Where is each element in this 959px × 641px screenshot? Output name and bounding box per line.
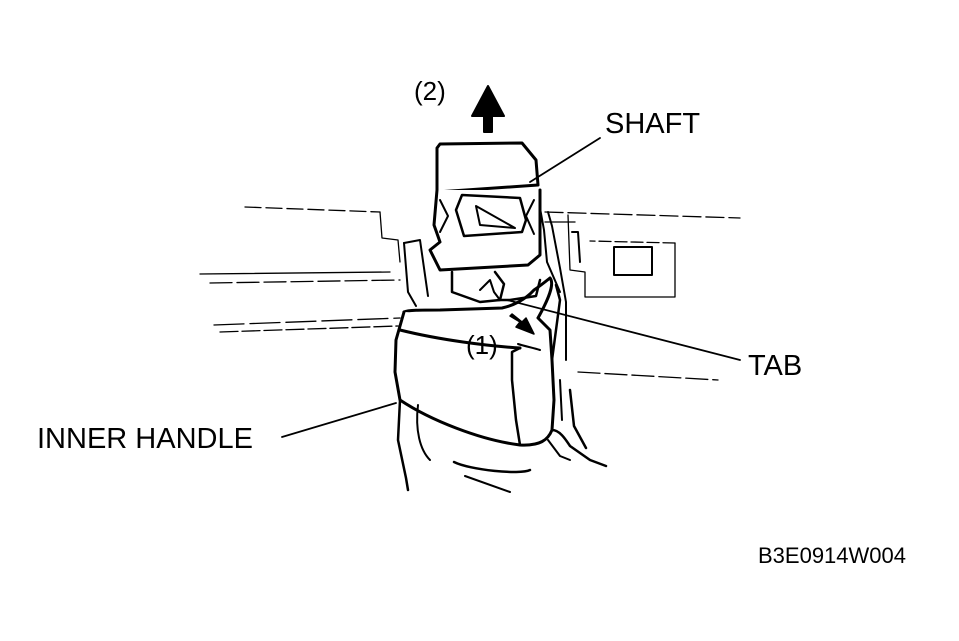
- bracket: [403, 207, 581, 361]
- arrow-1: [509, 313, 535, 335]
- step-1-label: (1): [466, 330, 498, 360]
- figure-code: B3E0914W004: [758, 543, 906, 568]
- shaft-label: SHAFT: [605, 108, 701, 140]
- tab: [496, 278, 542, 302]
- arrow-2-up: [471, 85, 505, 133]
- shaft: [428, 141, 542, 304]
- inner-handle: [393, 276, 562, 447]
- step-2-label: (2): [414, 76, 446, 106]
- tab-label: TAB: [748, 350, 803, 382]
- door-panel-lines: [199, 206, 741, 381]
- inner-handle-leader-line: [281, 402, 397, 438]
- hand: [396, 379, 608, 493]
- panel-hole: [613, 246, 653, 276]
- inner-handle-label: INNER HANDLE: [37, 423, 253, 455]
- shaft-leader-line: [529, 137, 601, 183]
- tab-leader-line: [506, 299, 741, 361]
